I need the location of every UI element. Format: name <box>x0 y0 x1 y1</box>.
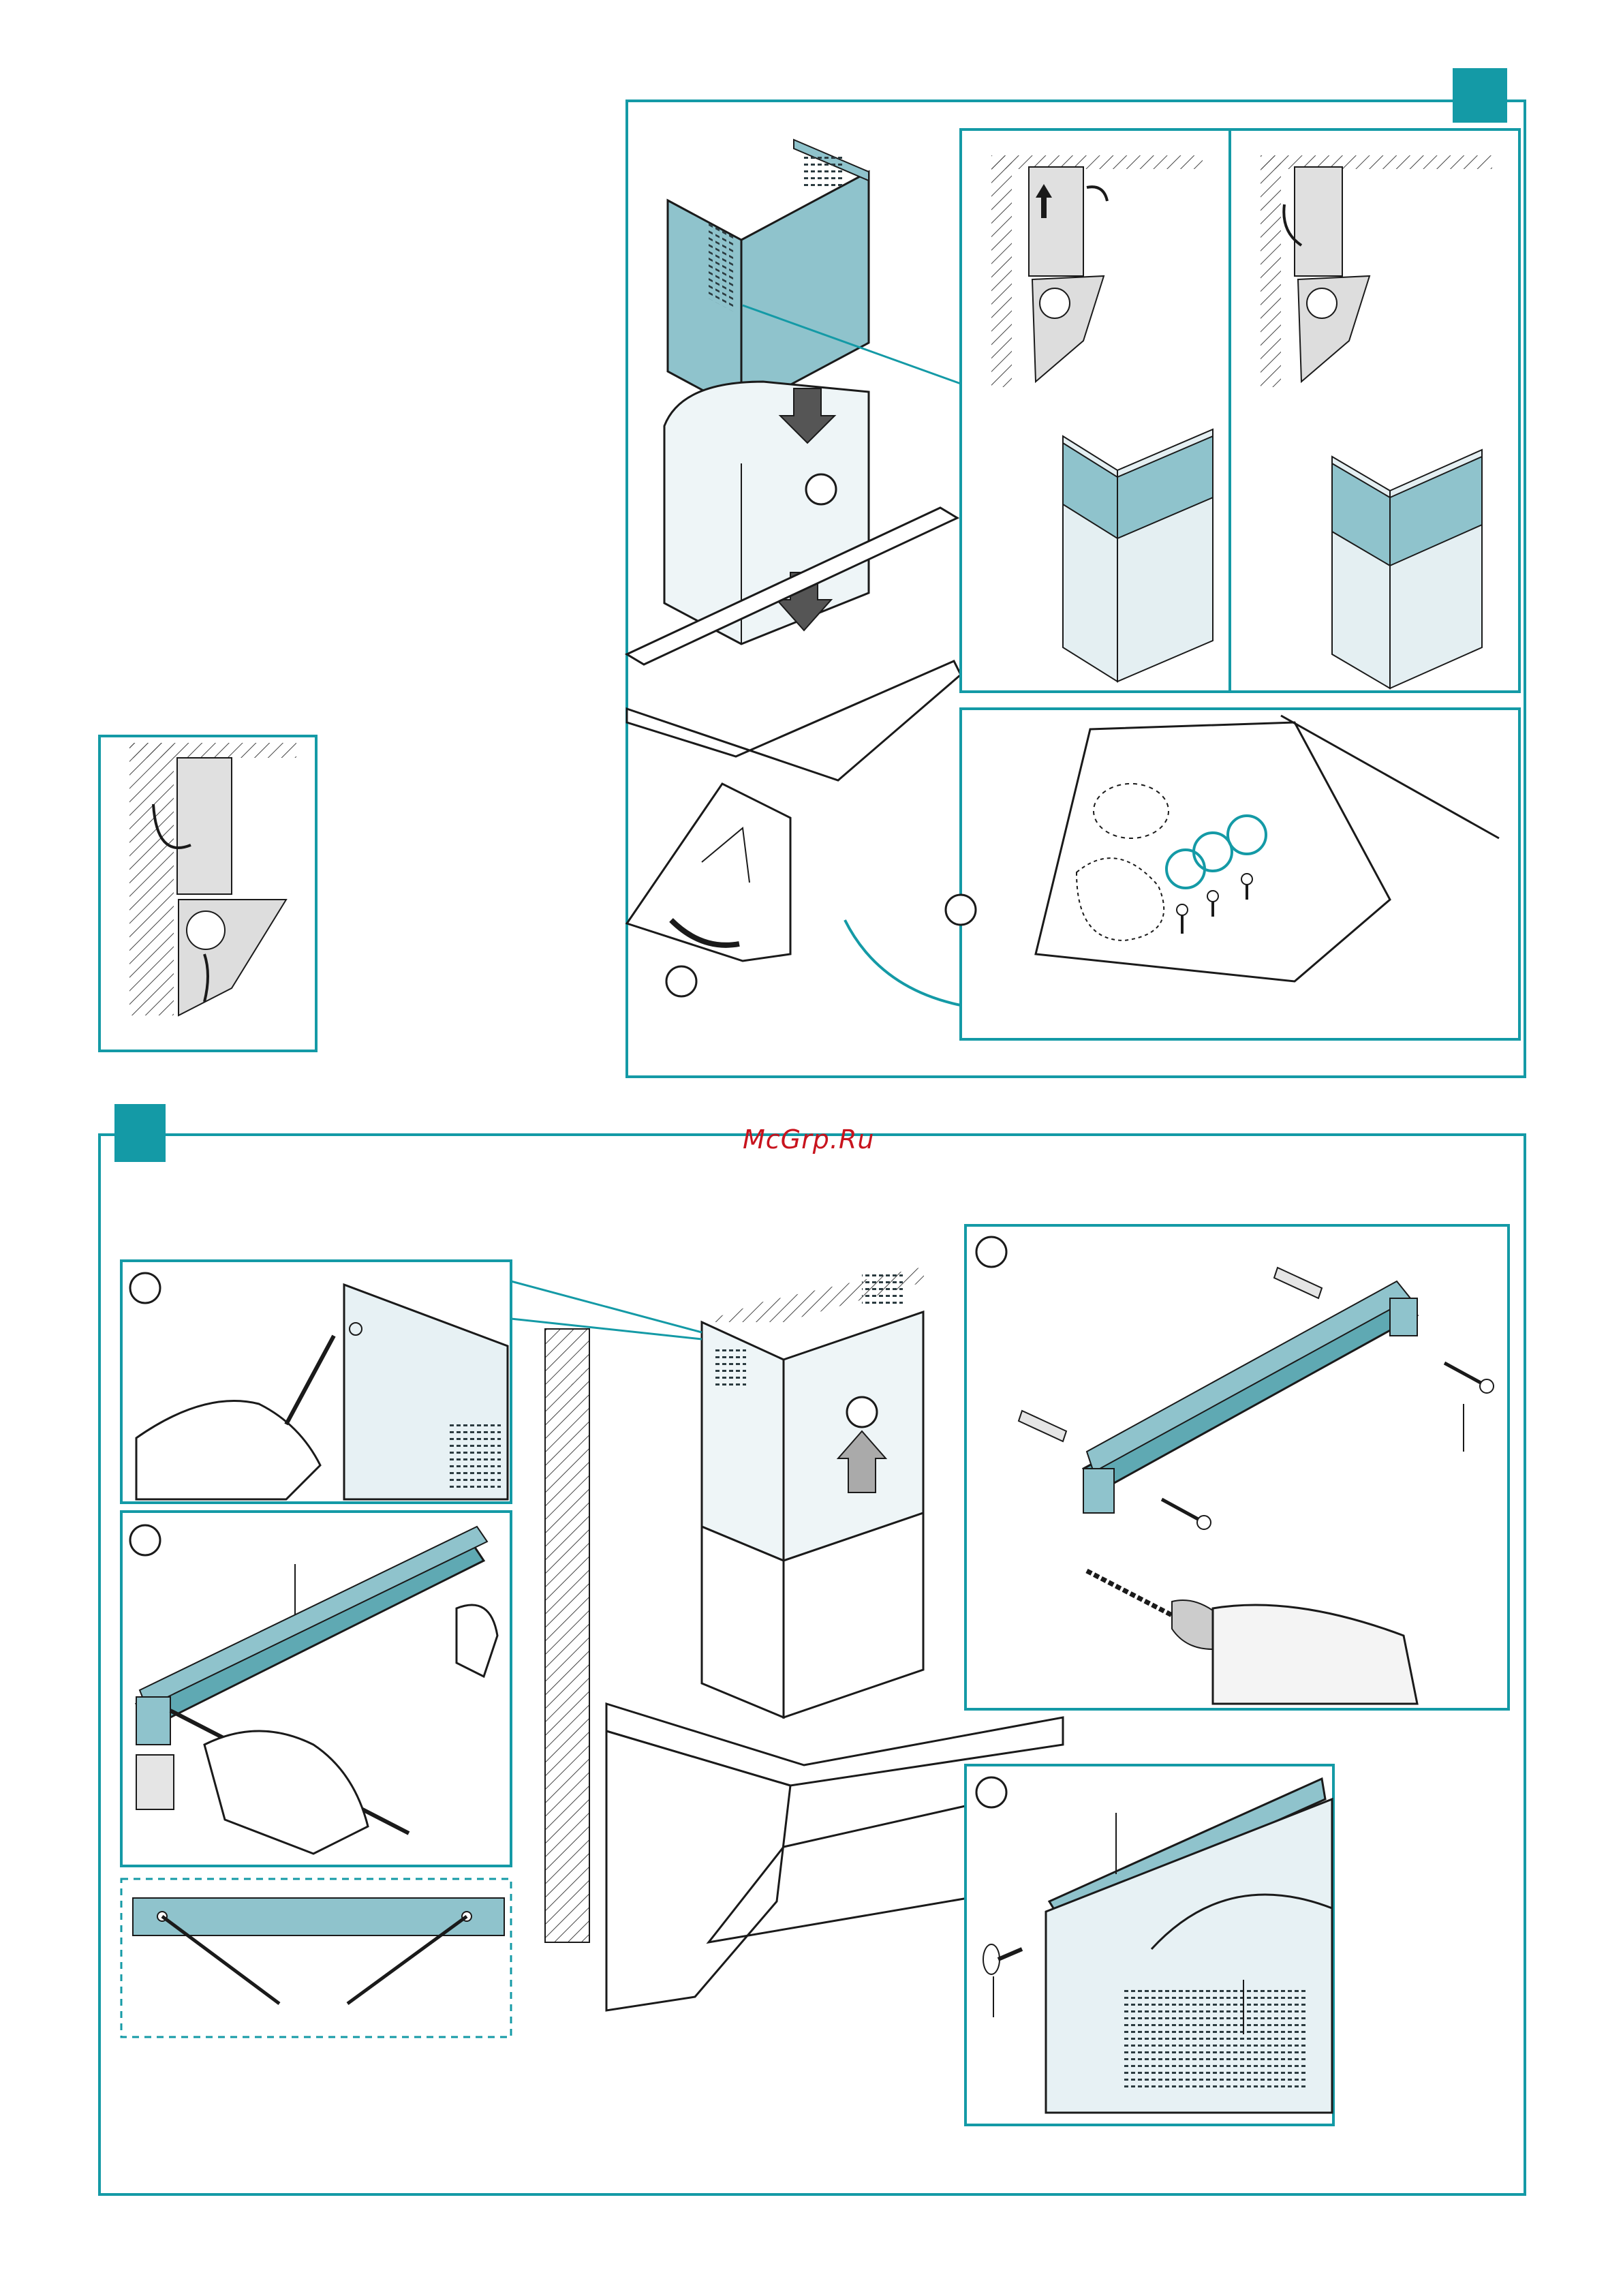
upper-figure <box>627 68 1525 1077</box>
step-marker-5 <box>130 1273 160 1303</box>
recirculation-mode-panel <box>1230 129 1519 692</box>
step-marker-2 <box>666 966 696 996</box>
step-marker-7 <box>976 1237 1006 1267</box>
bracket-marking-panel <box>121 1512 511 1866</box>
fan-icon <box>187 911 225 949</box>
step-marker-6 <box>130 1525 160 1555</box>
fan-icon <box>1307 288 1337 318</box>
step-marker-1 <box>806 474 836 504</box>
pencil-marking-panel <box>121 1261 511 1503</box>
lower-figure <box>99 1104 1525 2194</box>
chimney-upper-section <box>668 140 869 411</box>
fan-icon <box>1040 288 1070 318</box>
chimney-screw-fixing-panel <box>965 1765 1333 2125</box>
lower-step-badge <box>114 1104 166 1162</box>
step-marker-4 <box>847 1397 877 1427</box>
upper-step-badge <box>1453 68 1507 123</box>
step-marker-8 <box>976 1777 1006 1807</box>
wall-plug-drilling-panel <box>965 1225 1509 1709</box>
exhaust-mode-panel <box>961 129 1230 692</box>
step-marker-3 <box>946 895 976 925</box>
screw-detail-panel <box>946 709 1519 1039</box>
recirculation-airflow-panel <box>99 736 316 1051</box>
watermark-text: McGrp.Ru <box>743 1124 893 1154</box>
bracket-template-panel <box>121 1879 511 2037</box>
